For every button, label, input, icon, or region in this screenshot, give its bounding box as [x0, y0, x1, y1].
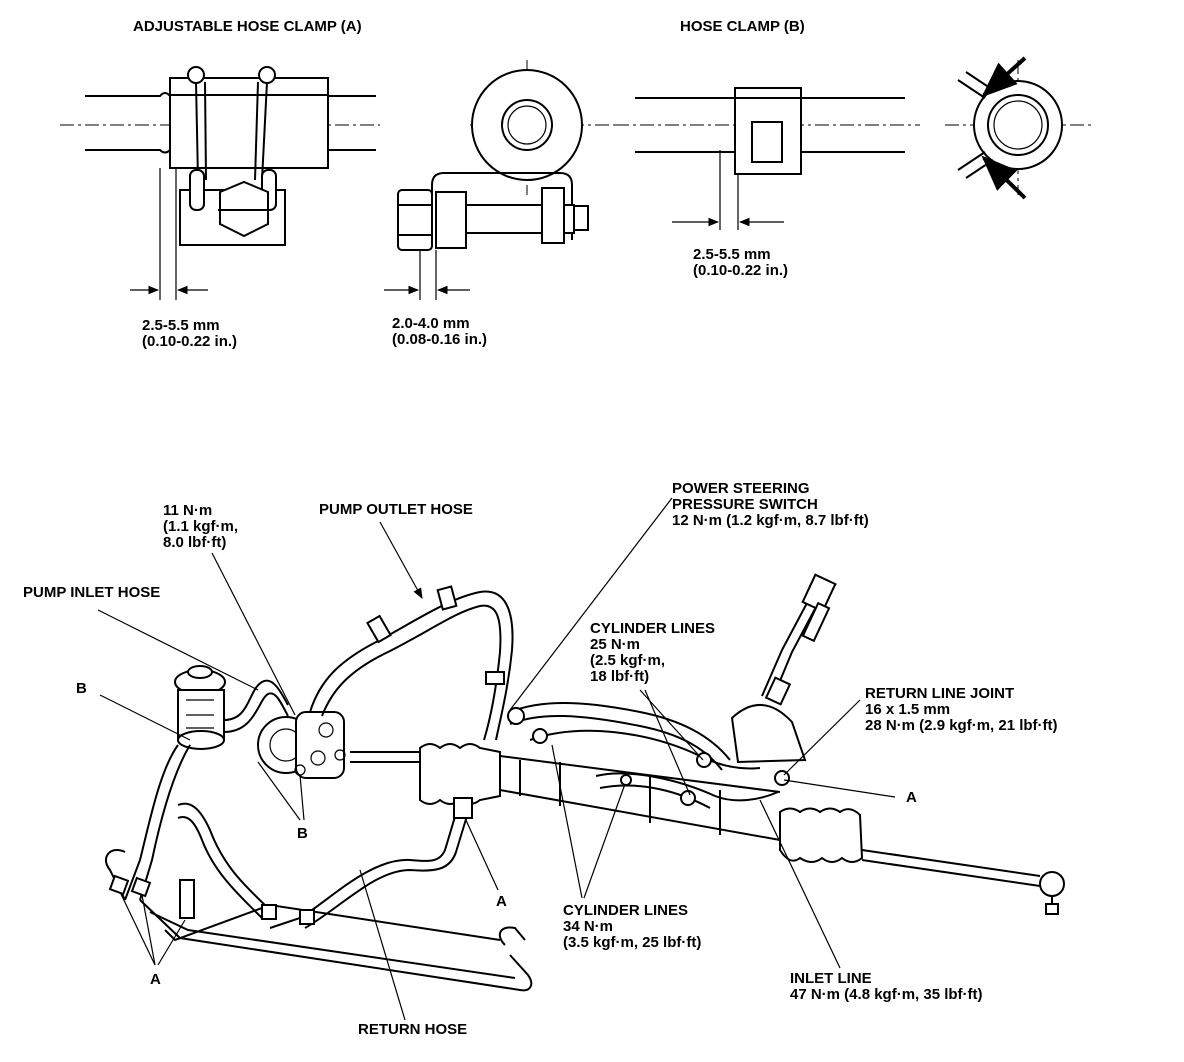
return-hose-label: RETURN HOSE	[358, 1021, 468, 1038]
label-a-return-hose: A	[496, 893, 507, 910]
return-line-joint-line-1: RETURN LINE JOINT	[865, 685, 1015, 702]
cylinder-lines-upper-line-1: CYLINDER LINES	[590, 620, 716, 637]
cylinder-lines-lower-line-1: CYLINDER LINES	[563, 902, 689, 919]
clamp-a-side-view	[60, 66, 380, 300]
clamp-b-end-view	[945, 56, 1095, 200]
pump-outlet-hose-label: PUMP OUTLET HOSE	[319, 501, 473, 518]
clamp-b-dimension-mm: 2.5-5.5 mm	[693, 246, 771, 263]
clamp-b-dimension-in: (0.10-0.22 in.)	[693, 262, 789, 279]
return-line-joint-line-2: 16 x 1.5 mm	[865, 701, 951, 718]
clamp-a-dimension-mm: 2.5-5.5 mm	[142, 317, 220, 334]
label-a-lines: A	[150, 971, 161, 988]
cylinder-lines-upper-line-4: 18 lbf·ft)	[590, 668, 650, 685]
clamp-a-dimension-in: (0.10-0.22 in.)	[142, 333, 238, 350]
cylinder-lines-upper-line-2: 25 N·m	[590, 636, 641, 653]
clamp-a-title: ADJUSTABLE HOSE CLAMP (A)	[133, 18, 362, 35]
cylinder-lines-lower-line-2: 34 N·m	[563, 918, 614, 935]
clamp-a-gap-in: (0.08-0.16 in.)	[392, 331, 488, 348]
inlet-line-line-1: INLET LINE	[790, 970, 872, 987]
return-line-joint-line-3: 28 N·m (2.9 kgf·m, 21 lbf·ft)	[865, 717, 1058, 734]
label-b-pump: B	[297, 825, 308, 842]
cylinder-lines-upper-line-3: (2.5 kgf·m,	[590, 652, 666, 669]
pump-inlet-hose-label: PUMP INLET HOSE	[23, 584, 161, 601]
pressure-switch-line-3: 12 N·m (1.2 kgf·m, 8.7 lbf·ft)	[672, 512, 869, 529]
pressure-switch-line-2: PRESSURE SWITCH	[672, 496, 818, 513]
bolt-torque-line-1: 11 N·m	[163, 502, 213, 519]
label-a-return-joint: A	[906, 789, 917, 806]
steering-assembly	[105, 573, 1065, 992]
cylinder-lines-lower-line-3: (3.5 kgf·m, 25 lbf·ft)	[563, 934, 702, 951]
leader-lines	[97, 497, 896, 1021]
clamp-a-end-view	[384, 60, 620, 300]
pressure-switch-line-1: POWER STEERING	[672, 480, 810, 497]
bolt-torque-line-2: (1.1 kgf·m,	[163, 518, 239, 535]
clamp-b-side-view	[615, 87, 920, 230]
clamp-a-gap-mm: 2.0-4.0 mm	[392, 315, 470, 332]
bolt-torque-line-3: 8.0 lbf·ft)	[163, 534, 227, 551]
inlet-line-line-2: 47 N·m (4.8 kgf·m, 35 lbf·ft)	[790, 986, 983, 1003]
clamp-b-title: HOSE CLAMP (B)	[680, 18, 805, 35]
label-b-reservoir: B	[76, 680, 87, 697]
